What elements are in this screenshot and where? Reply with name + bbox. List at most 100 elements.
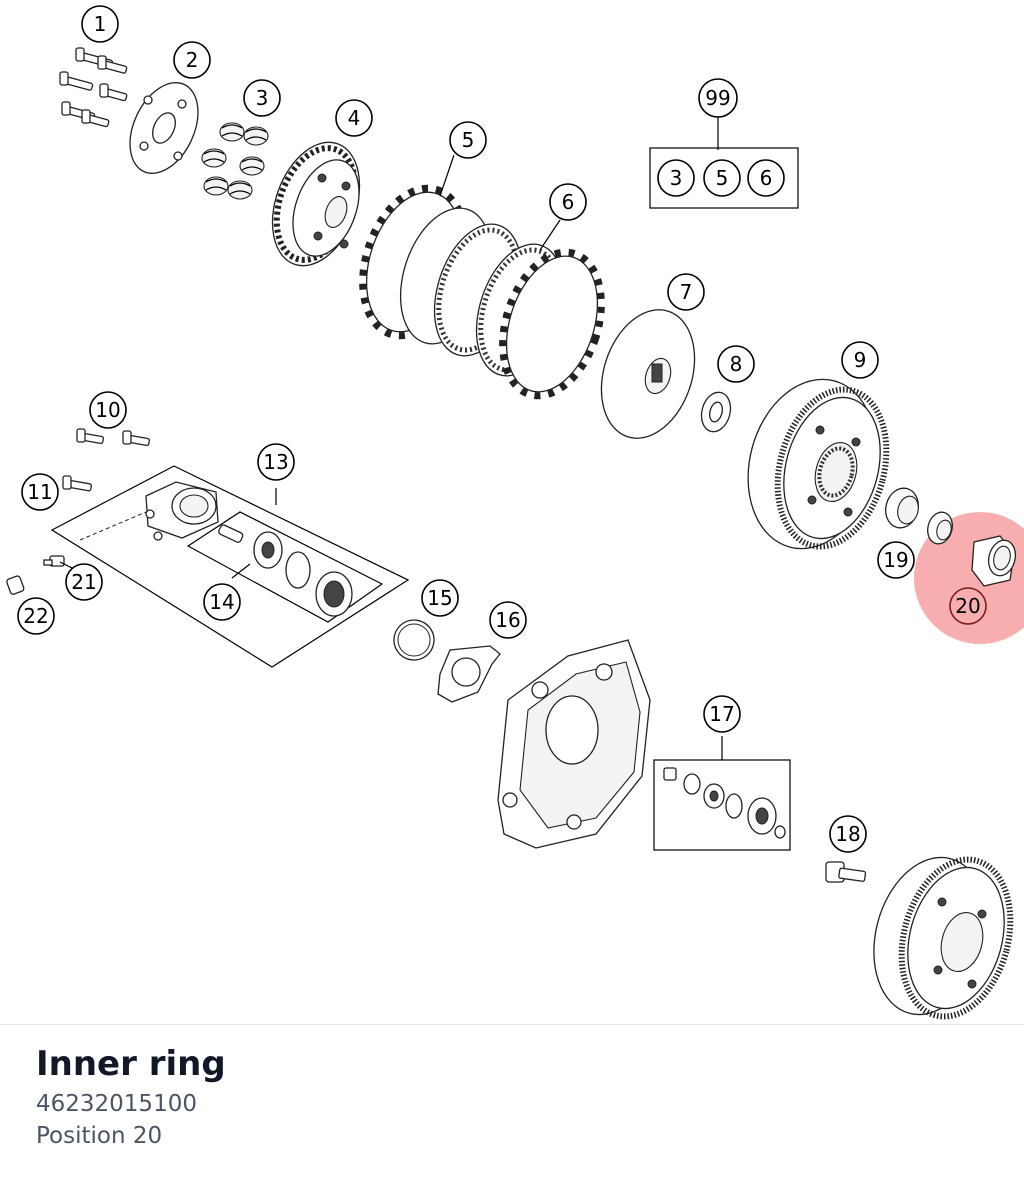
- callout-circle: [747, 159, 785, 197]
- callout-number: 13: [263, 450, 288, 474]
- callout-22[interactable]: 22: [17, 597, 55, 635]
- callout-circle: [421, 579, 459, 617]
- callout-15[interactable]: 15: [421, 579, 459, 617]
- callout-13[interactable]: 13: [257, 443, 295, 481]
- callout-19[interactable]: 19: [877, 541, 915, 579]
- part-4-clutch-hub[interactable]: [257, 130, 376, 278]
- callout-number: 20: [955, 594, 980, 618]
- group-99-member-6[interactable]: 6: [747, 159, 785, 197]
- callout-number: 99: [705, 86, 730, 110]
- callout-number: 5: [716, 166, 729, 190]
- group-99-member-3[interactable]: 3: [657, 159, 695, 197]
- callout-circle: [829, 815, 867, 853]
- callout-number: 18: [835, 822, 860, 846]
- callout-5[interactable]: 5: [449, 121, 487, 159]
- part-10-screws[interactable]: [76, 428, 150, 447]
- callout-number: 21: [71, 570, 96, 594]
- divider: [0, 1024, 1024, 1025]
- part-number: 46232015100: [36, 1091, 197, 1117]
- part-18-bolt[interactable]: [825, 861, 867, 883]
- callout-1[interactable]: 1: [81, 5, 119, 43]
- callout-circle: [489, 601, 527, 639]
- callout-number: 15: [427, 586, 452, 610]
- part-11-screw[interactable]: [62, 475, 92, 492]
- callout-number: 19: [883, 548, 908, 572]
- callout-number: 5: [462, 128, 475, 152]
- part-21-fitting[interactable]: [43, 555, 65, 567]
- callout-number: 2: [186, 48, 199, 72]
- callout-16[interactable]: 16: [489, 601, 527, 639]
- callout-circle: [89, 391, 127, 429]
- part-position: Position 20: [36, 1123, 163, 1149]
- callout-number: 17: [709, 702, 734, 726]
- part-9-clutch-basket[interactable]: [730, 365, 903, 563]
- callout-circle: [17, 597, 55, 635]
- callout-number: 4: [348, 106, 361, 130]
- callout-21[interactable]: 21: [65, 563, 103, 601]
- part-2-pressure-plate[interactable]: [117, 72, 212, 184]
- callout-number: 1: [94, 12, 107, 36]
- callout-3[interactable]: 3: [243, 79, 281, 117]
- exploded-parts-diagram: 1 2 3 4 5 6 7 8 9 10 11 13 14 15 16 17 18 19 20 21 22 99 3 5 6: [6, 5, 1024, 1024]
- callout-7[interactable]: 7: [667, 273, 705, 311]
- callout-99[interactable]: 99: [698, 78, 738, 118]
- callout-circle: [841, 341, 879, 379]
- callout-circle: [335, 99, 373, 137]
- callout-20[interactable]: 20: [949, 587, 987, 625]
- callout-circle: [949, 587, 987, 625]
- callout-number: 6: [562, 190, 575, 214]
- callout-number: 10: [95, 398, 120, 422]
- callout-circle: [21, 473, 59, 511]
- part-6-steel-discs[interactable]: [461, 233, 619, 409]
- callout-circle: [65, 563, 103, 601]
- callout-9[interactable]: 9: [841, 341, 879, 379]
- part-5-clutch-discs[interactable]: [345, 175, 537, 367]
- callout-number: 22: [23, 604, 48, 628]
- part-20-inner-ring[interactable]: [924, 509, 1019, 587]
- callout-circle: [717, 345, 755, 383]
- callout-number: 3: [670, 166, 683, 190]
- callout-11[interactable]: 11: [21, 473, 59, 511]
- callout-circle: [877, 541, 915, 579]
- part-7-pressure-disc[interactable]: [586, 298, 710, 451]
- leader-lines: [59, 116, 719, 579]
- callout-circle: [203, 583, 241, 621]
- callout-2[interactable]: 2: [173, 41, 211, 79]
- callout-10[interactable]: 10: [89, 391, 127, 429]
- callout-circle: [449, 121, 487, 159]
- part-19-bushing[interactable]: [881, 485, 922, 532]
- group-99-box: [649, 147, 799, 209]
- callout-18[interactable]: 18: [829, 815, 867, 853]
- callout-circle: [657, 159, 695, 197]
- part-14-group[interactable]: [186, 511, 384, 623]
- callout-circle: [703, 695, 741, 733]
- callout-14[interactable]: 14: [203, 583, 241, 621]
- callout-number: 7: [680, 280, 693, 304]
- callout-circle: [698, 78, 738, 118]
- part-22-plug[interactable]: [6, 575, 25, 595]
- clutch-cover[interactable]: [497, 639, 651, 849]
- callout-number: 14: [209, 590, 234, 614]
- callout-6[interactable]: 6: [549, 183, 587, 221]
- part-16-gasket[interactable]: [437, 645, 501, 703]
- part-13-group[interactable]: [50, 465, 410, 668]
- callout-8[interactable]: 8: [717, 345, 755, 383]
- part-17-group[interactable]: [653, 736, 791, 851]
- callout-number: 6: [760, 166, 773, 190]
- callout-circle: [243, 79, 281, 117]
- callout-circle: [257, 443, 295, 481]
- primary-gear-basket[interactable]: [857, 845, 1024, 1024]
- callout-17[interactable]: 17: [703, 695, 741, 733]
- callout-circle: [173, 41, 211, 79]
- part-3-springs[interactable]: [201, 122, 269, 200]
- part-8-washer[interactable]: [697, 389, 734, 435]
- callout-number: 3: [256, 86, 269, 110]
- part-15-o-ring[interactable]: [391, 617, 437, 663]
- part-1-bolts[interactable]: [59, 47, 128, 128]
- part-title: Inner ring: [36, 1044, 226, 1084]
- callout-number: 8: [730, 352, 743, 376]
- callout-4[interactable]: 4: [335, 99, 373, 137]
- callout-number: 16: [495, 608, 520, 632]
- callout-circle: [549, 183, 587, 221]
- group-99-member-5[interactable]: 5: [703, 159, 741, 197]
